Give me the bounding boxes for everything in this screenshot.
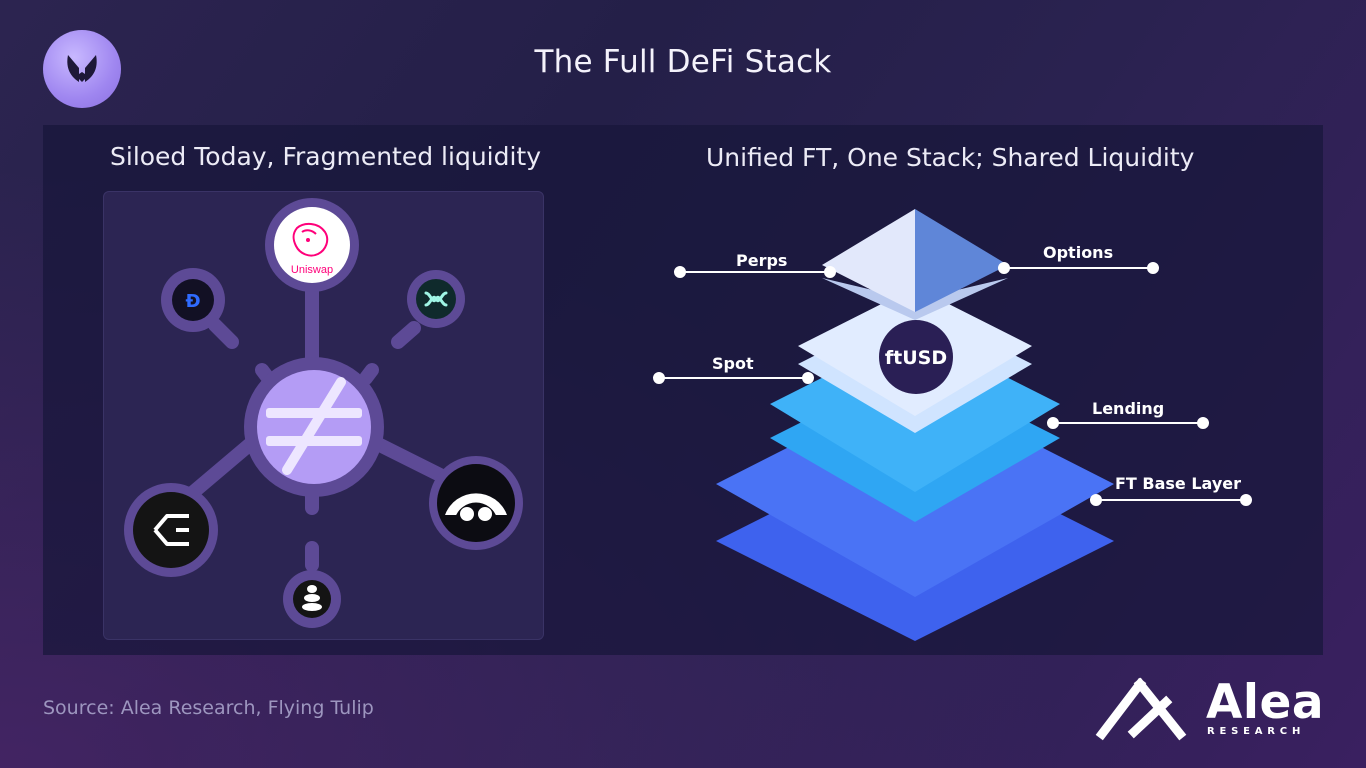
- options-label: Options: [1043, 243, 1113, 262]
- dydx-node: Ð: [161, 268, 225, 332]
- alea-mark-icon: [1095, 677, 1187, 741]
- hyperliquid-node: [407, 270, 465, 328]
- base-layer-label: FT Base Layer: [1115, 474, 1241, 493]
- right-panel-title: Unified FT, One Stack; Shared Liquidity: [706, 143, 1195, 172]
- dydx-icon: Ð: [185, 291, 200, 312]
- spot-label: Spot: [712, 354, 754, 373]
- uniswap-label: Uniswap: [291, 264, 333, 276]
- flying-tulip-logo: [43, 30, 121, 108]
- hyperliquid-icon: [424, 291, 448, 307]
- hub-spokes: [183, 283, 457, 572]
- not-equal-hub: [244, 357, 384, 497]
- ethena-node: [124, 483, 218, 577]
- uniswap-icon: [292, 222, 329, 257]
- left-panel-title: Siloed Today, Fragmented liquidity: [110, 142, 542, 171]
- lending-label: Lending: [1092, 399, 1164, 418]
- ondo-icon: [302, 585, 322, 611]
- alea-wordmark: Alea: [1206, 675, 1325, 730]
- page-title: The Full DeFi Stack: [534, 44, 832, 80]
- uniswap-node: Uniswap: [265, 198, 359, 292]
- morpho-node: [429, 456, 523, 550]
- ftusd-label: ftUSD: [885, 347, 947, 369]
- layer-callouts: [653, 262, 1252, 506]
- alea-subtitle: RESEARCH: [1207, 726, 1306, 737]
- ethena-icon: [153, 514, 189, 546]
- tulip-icon: [67, 55, 97, 82]
- source-note: Source: Alea Research, Flying Tulip: [43, 697, 374, 719]
- perps-label: Perps: [736, 251, 787, 270]
- perps-face: [822, 209, 915, 312]
- ftusd-token: ftUSD: [879, 320, 953, 394]
- morpho-icon: [445, 493, 507, 521]
- not-equal-icon: [266, 377, 362, 475]
- ondo-node: [283, 570, 341, 628]
- options-face: [915, 209, 1008, 312]
